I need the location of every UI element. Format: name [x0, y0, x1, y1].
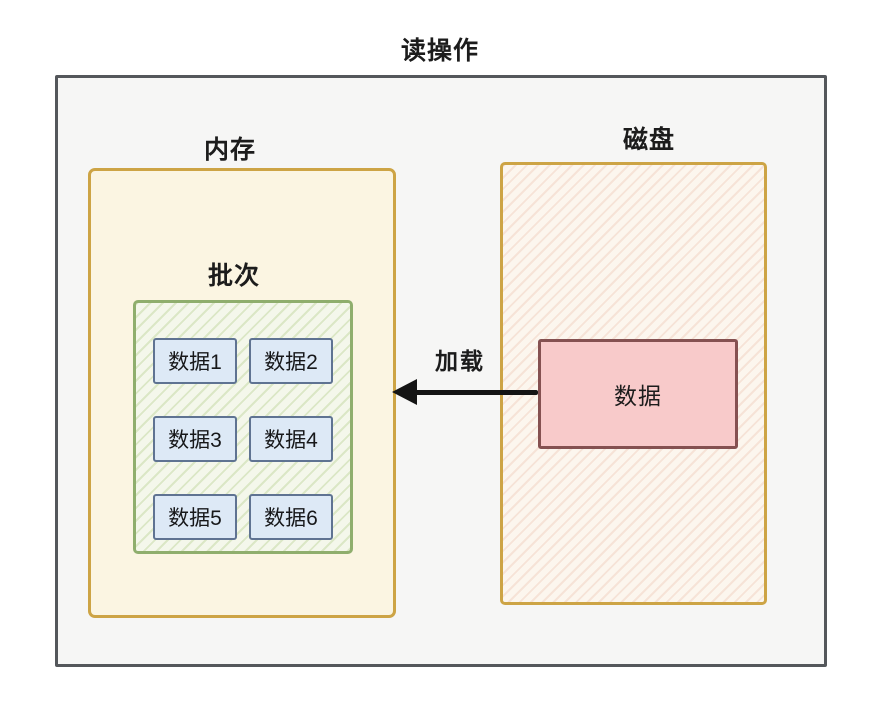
data-item-5: 数据5	[153, 494, 237, 540]
load-arrow-label: 加载	[435, 348, 485, 374]
data-item-1: 数据1	[153, 338, 237, 384]
batch-items-grid: 数据1 数据2 数据3 数据4 数据5 数据6	[153, 338, 339, 540]
memory-label: 内存	[203, 136, 256, 164]
data-item-3: 数据3	[153, 416, 237, 462]
data-item-2: 数据2	[249, 338, 333, 384]
batch-label: 批次	[207, 262, 260, 290]
disk-data-block: 数据	[538, 339, 738, 449]
load-arrow-head-icon	[392, 379, 417, 405]
data-item-4: 数据4	[249, 416, 333, 462]
load-arrow-line	[415, 390, 538, 395]
data-item-6: 数据6	[249, 494, 333, 540]
disk-label: 磁盘	[622, 126, 675, 154]
diagram-title: 读操作	[400, 37, 479, 65]
